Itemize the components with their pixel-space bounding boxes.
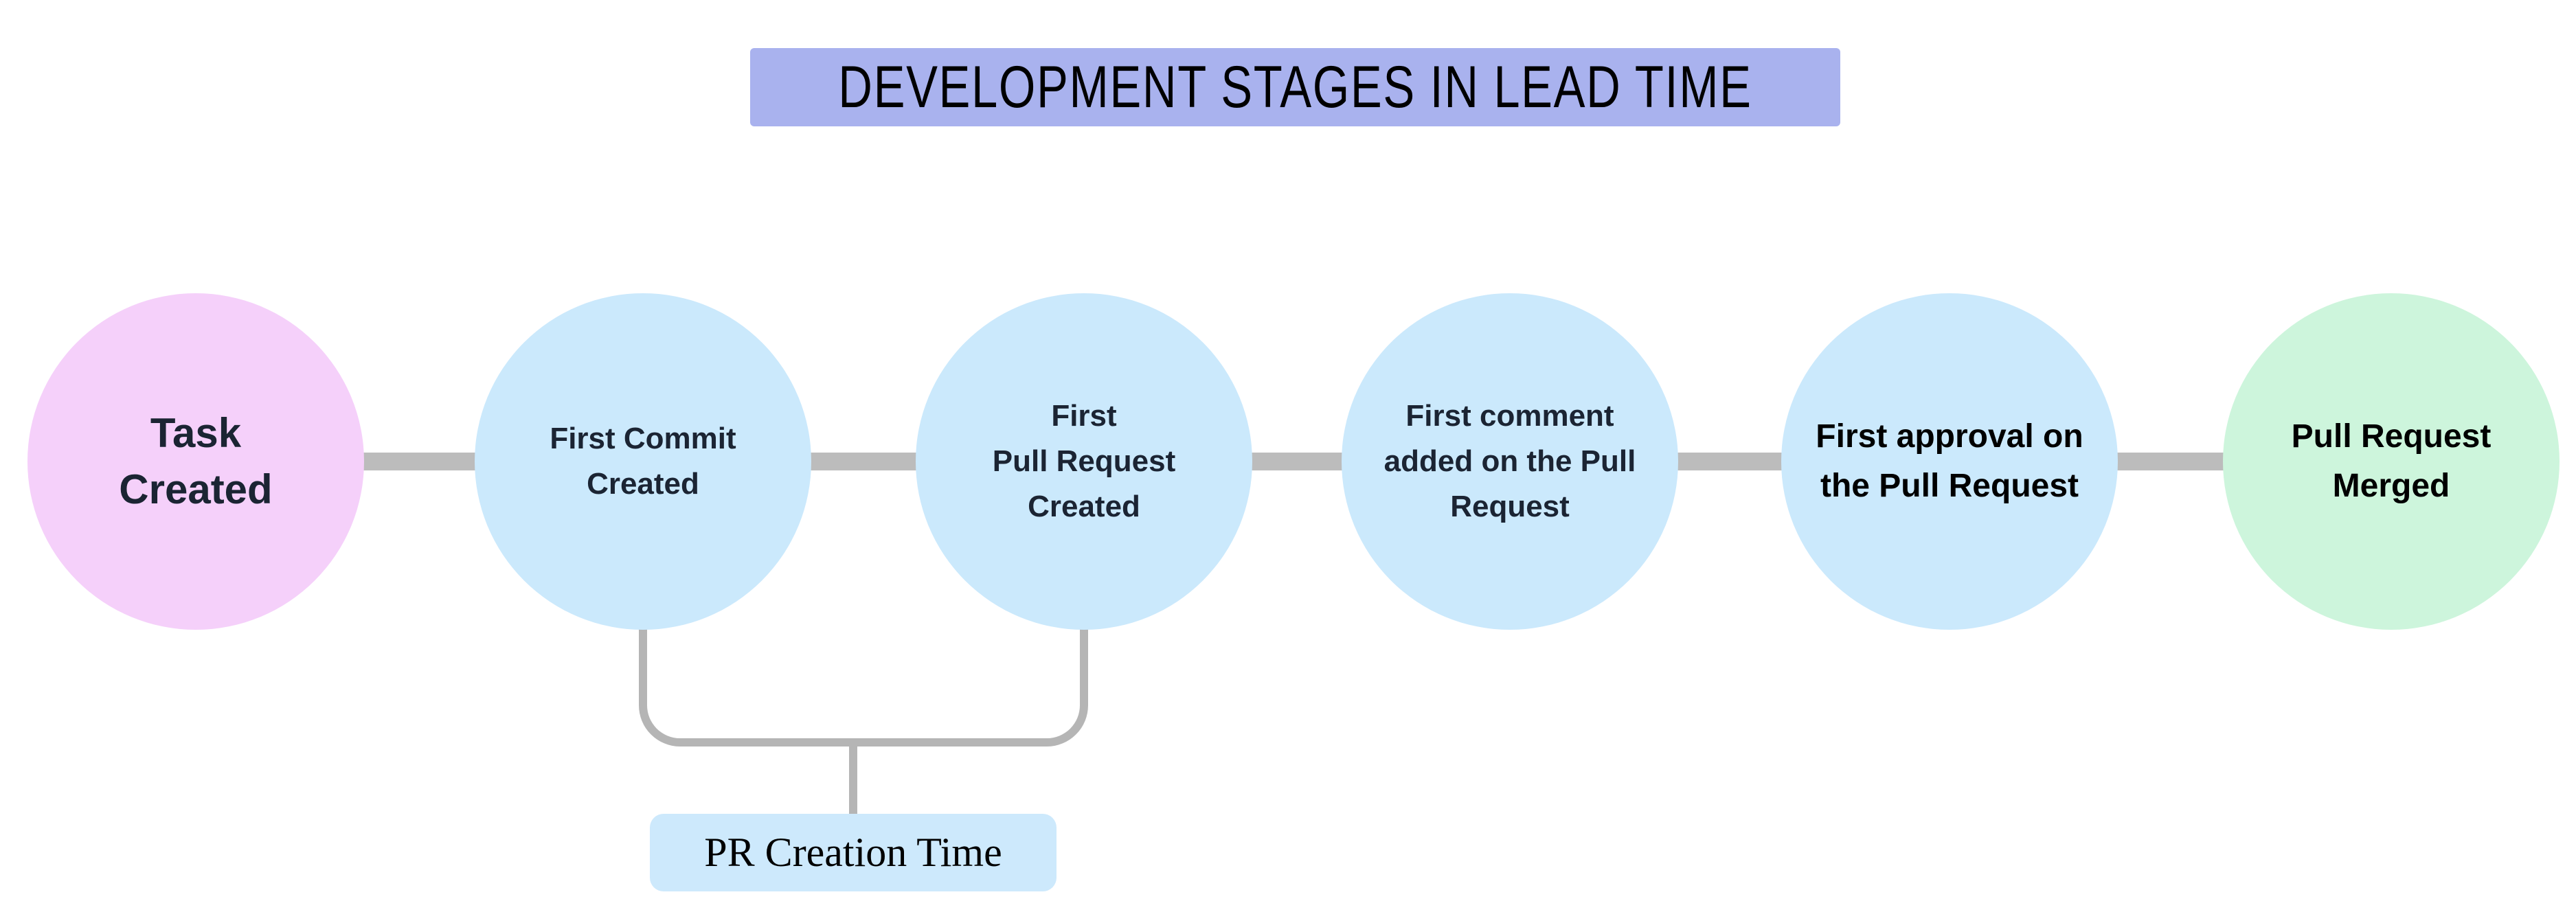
stage-label: First approval on the Pull Request: [1816, 418, 2083, 504]
stage-circle-first-commit-created: First Commit Created: [475, 293, 811, 630]
annotation-box: PR Creation Time: [650, 814, 1057, 891]
stage-label: Pull Request Merged: [2291, 418, 2492, 504]
stage-circle-pull-request-merged: Pull Request Merged: [2223, 293, 2560, 630]
stage-label: Task Created: [119, 410, 273, 512]
stage-circle-first-comment-added: First comment added on the Pull Request: [1342, 293, 1678, 630]
pr-creation-time-bracket-stem: [849, 745, 857, 815]
annotation-label: PR Creation Time: [704, 830, 1002, 875]
diagram-title: DEVELOPMENT STAGES IN LEAD TIME: [838, 54, 1752, 120]
pr-creation-time-bracket: [639, 604, 1088, 747]
title-banner: DEVELOPMENT STAGES IN LEAD TIME: [750, 48, 1840, 126]
stage-circle-first-approval: First approval on the Pull Request: [1781, 293, 2118, 630]
stage-label: First comment added on the Pull Request: [1383, 399, 1636, 523]
stage-circle-first-pull-request-created: First Pull Request Created: [916, 293, 1252, 630]
stage-label: First Pull Request Created: [992, 399, 1176, 523]
stage-label: First Commit Created: [550, 422, 736, 501]
stage-circle-task-created: Task Created: [27, 293, 364, 630]
